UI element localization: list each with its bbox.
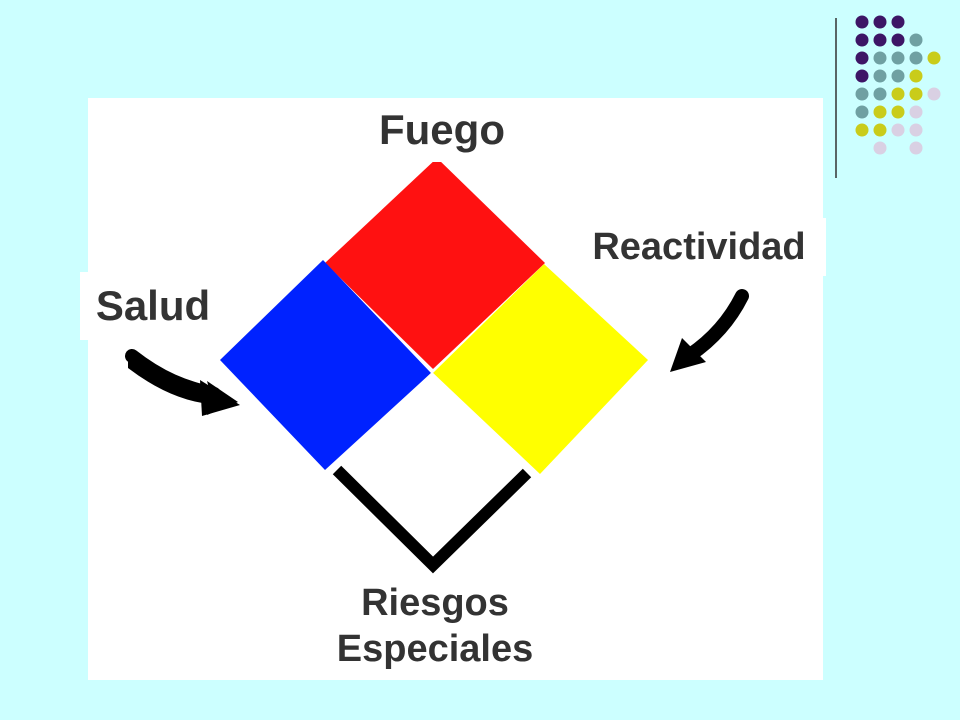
special-label: Riesgos Especiales <box>290 574 580 680</box>
special-label-line2: Especiales <box>336 628 534 670</box>
decorative-dot <box>927 51 941 65</box>
health-quadrant <box>220 260 431 470</box>
decorative-dot <box>891 123 905 137</box>
decorative-dot <box>873 51 887 65</box>
reactivity-arrow-head <box>670 338 706 372</box>
decorative-dot <box>855 105 869 119</box>
decorative-dot <box>873 123 887 137</box>
health-label: Salud <box>80 272 226 340</box>
decorative-dot <box>855 87 869 101</box>
decorative-dot <box>855 69 869 83</box>
decorative-dot <box>873 15 887 29</box>
decorative-dot <box>873 69 887 83</box>
decorative-dot <box>855 33 869 47</box>
reactivity-quadrant <box>433 264 648 474</box>
decorative-dot <box>909 105 923 119</box>
health-arrow-head <box>200 380 240 416</box>
decorative-dot <box>855 15 869 29</box>
decorative-dot <box>909 141 923 155</box>
decorative-dot <box>909 87 923 101</box>
decorative-dot <box>891 69 905 83</box>
decorative-dot <box>909 123 923 137</box>
decorative-dot <box>873 87 887 101</box>
decorative-dot <box>927 87 941 101</box>
decorative-dot <box>909 51 923 65</box>
decorative-dot-grid <box>855 15 941 155</box>
decorative-dot <box>909 33 923 47</box>
decorative-dot <box>909 69 923 83</box>
decorative-dot <box>891 87 905 101</box>
decorative-dot <box>891 15 905 29</box>
fire-quadrant <box>325 158 545 369</box>
reactivity-arrow-body <box>683 289 749 362</box>
decorative-dot <box>855 51 869 65</box>
decorative-dot <box>891 105 905 119</box>
special-quadrant-outline <box>332 465 532 574</box>
decorative-dot <box>873 141 887 155</box>
decorative-dot <box>873 33 887 47</box>
reactivity-label: Reactividad <box>572 218 826 276</box>
decorative-dot <box>891 33 905 47</box>
decorative-dot <box>855 123 869 137</box>
decorative-dot <box>891 51 905 65</box>
hazard-diamond <box>220 158 648 574</box>
special-label-line1: Riesgos <box>361 582 509 624</box>
decorative-dot <box>873 105 887 119</box>
fire-label: Fuego <box>362 98 522 162</box>
